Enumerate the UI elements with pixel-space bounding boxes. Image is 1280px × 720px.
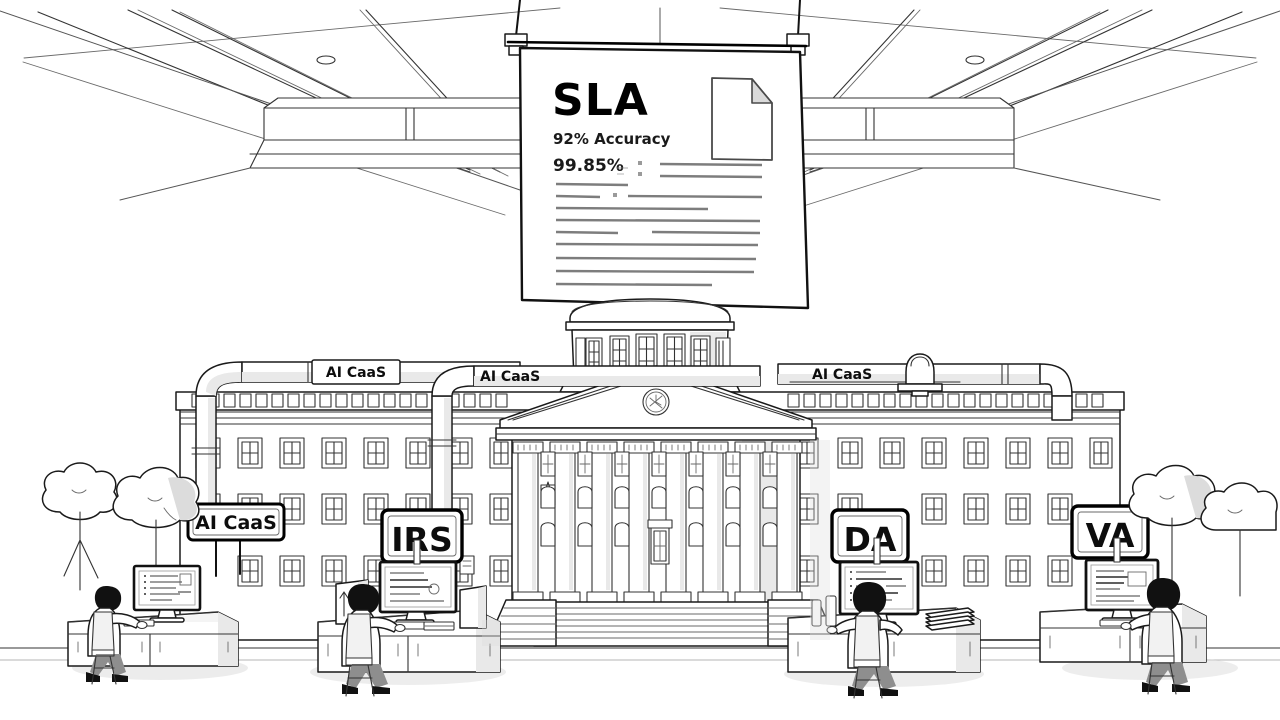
sign-ai-caas-text: AI CaaS <box>195 512 277 534</box>
tree-right-2 <box>1200 482 1278 597</box>
rope-clamp-left <box>504 33 528 47</box>
tree-right-1 <box>1128 464 1216 593</box>
document-stack-3 <box>925 607 975 631</box>
document-page-icon <box>711 77 773 161</box>
building-shadow <box>810 440 830 640</box>
rope-clamp-right <box>786 33 810 47</box>
workstation-1 <box>67 564 248 685</box>
pipe-label-right: AI CaaS <box>812 367 872 383</box>
banner-heading: SLA <box>552 75 649 126</box>
person-4 <box>1120 578 1190 695</box>
person-2 <box>341 584 406 697</box>
workstation-2 <box>310 539 506 697</box>
pipe-label-center-text: AI CaaS <box>480 369 540 385</box>
chair-4 <box>1147 611 1175 657</box>
pressure-valve-icon <box>897 353 943 397</box>
sla-banner: SLA 92% Accuracy 99.85% <box>504 0 810 310</box>
person-3 <box>826 582 903 699</box>
ceiling-light-right <box>965 55 985 65</box>
pipe-label-right-text: AI CaaS <box>812 367 872 383</box>
agency-signs: AI CaaS IRS DA VA <box>186 502 1150 615</box>
sign-va-text: VA <box>1086 516 1135 555</box>
sign-ai-caas[interactable]: AI CaaS <box>186 502 286 577</box>
main-entrance-door[interactable] <box>647 519 673 565</box>
device-2 <box>459 585 487 629</box>
tree-left-2 <box>112 466 200 595</box>
pipe-label-left-text: AI CaaS <box>326 365 386 381</box>
monitor-2-screen-content <box>390 572 444 602</box>
chair-1 <box>91 611 115 651</box>
pipe-label-left: AI CaaS <box>311 359 401 385</box>
sign-da-text: DA <box>844 520 897 559</box>
pipe-label-center: AI CaaS <box>480 369 540 385</box>
pipe-gauge-icon <box>459 555 475 575</box>
chair-2 <box>345 613 373 659</box>
tree-left-1 <box>41 462 118 591</box>
workstation-4 <box>1039 537 1238 695</box>
monitor-4-screen-content <box>1096 570 1147 602</box>
monitor-1[interactable] <box>132 564 202 623</box>
pen-holder-3a <box>811 599 822 627</box>
monitor-4[interactable] <box>1084 558 1160 624</box>
chair-3 <box>853 615 881 661</box>
banner-body-lines <box>555 182 763 287</box>
person-1 <box>86 586 148 685</box>
sign-irs-text: IRS <box>391 520 452 559</box>
banner-accuracy: 92% Accuracy <box>553 130 671 148</box>
ceiling-light-left <box>316 55 336 65</box>
portico-columns <box>512 441 803 603</box>
sign-irs[interactable]: IRS <box>380 508 464 611</box>
banner-uptime: 99.85% <box>553 156 624 176</box>
hanging-rope-left <box>515 0 521 37</box>
person-1-arm <box>109 612 141 629</box>
hanging-rope-right <box>797 0 801 37</box>
pen-holder-3b <box>825 595 837 627</box>
workstation-3 <box>784 537 984 699</box>
monitor-1-screen-content <box>144 573 192 601</box>
portico-windows <box>540 451 778 547</box>
